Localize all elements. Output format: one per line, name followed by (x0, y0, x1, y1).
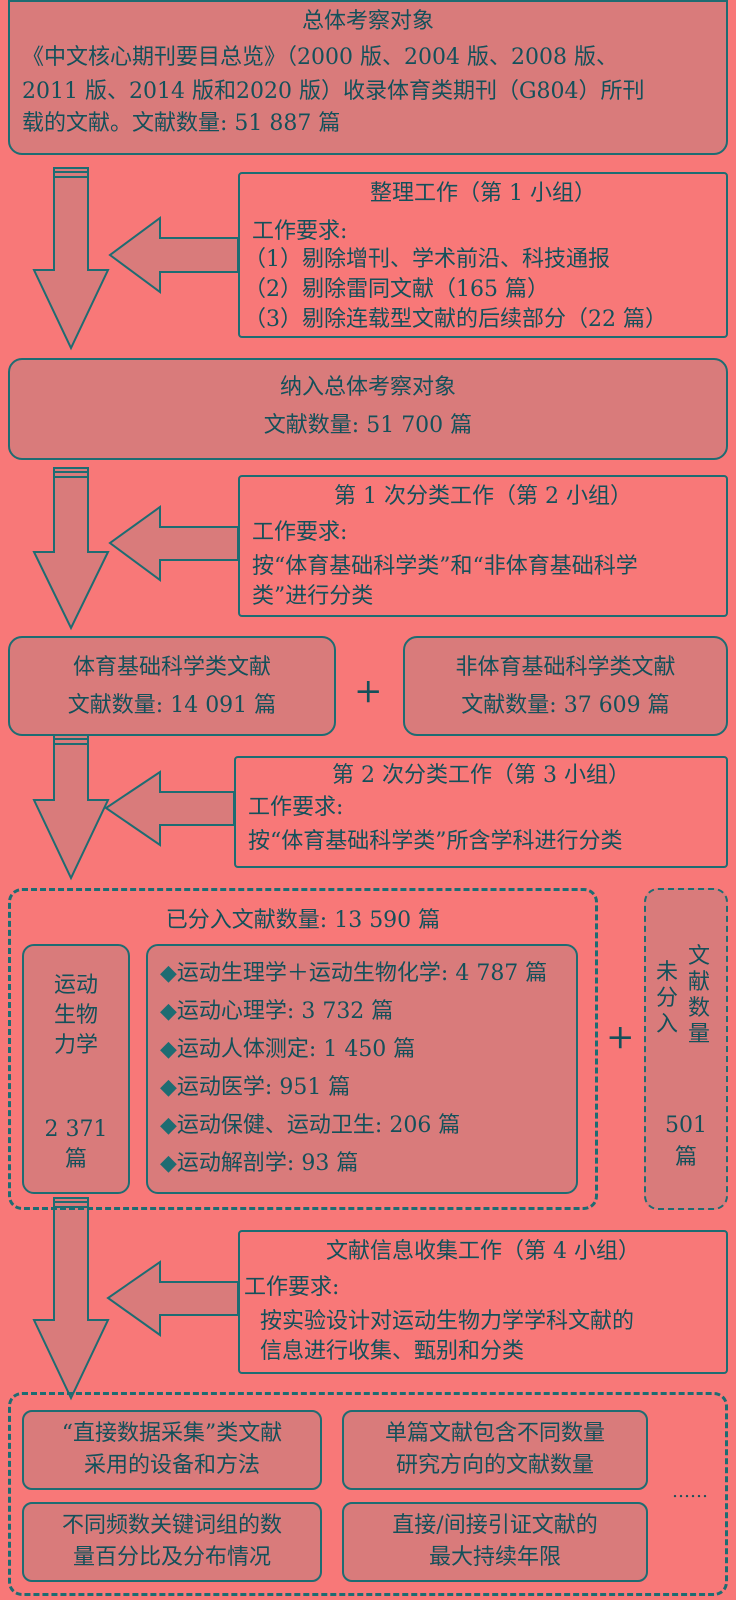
outputs-group (8, 1392, 728, 1596)
overall-line-1: 《中文核心期刊要目总览》（2000 版、2004 版、2008 版、 (22, 45, 618, 70)
diamond-bullet-icon: ◆ (160, 1075, 177, 1100)
discipline-item: ◆运动保健、运动卫生: 206 篇 (160, 1113, 461, 1138)
unclassified-col-2: 文献数量 (688, 944, 711, 1047)
plus-sign-1: + (354, 671, 383, 711)
step4-line-1: 按实验设计对运动生物力学学科文献的 (260, 1309, 635, 1334)
biomechanics-box: 运动 生物 力学 2 371 篇 (22, 944, 130, 1194)
diamond-bullet-icon: ◆ (160, 1151, 177, 1176)
diamond-bullet-icon: ◆ (160, 1037, 177, 1062)
unclassified-count: 501 (665, 1113, 707, 1138)
left-arrow-2 (108, 505, 239, 582)
biomechanics-label-3: 力学 (53, 1033, 98, 1058)
output-4-line-2: 最大持续年限 (428, 1545, 561, 1570)
step3-line-1: 按“体育基础科学类”所含学科进行分类 (248, 829, 623, 854)
output-1-line-2: 采用的设备和方法 (83, 1453, 260, 1478)
output-3-line-2: 量百分比及分布情况 (72, 1545, 271, 1570)
biomechanics-unit: 篇 (64, 1147, 87, 1172)
discipline-item: ◆运动心理学: 3 732 篇 (160, 999, 394, 1024)
down-arrow-1 (32, 167, 110, 351)
non-basic-science-box: 非体育基础科学类文献 文献数量: 37 609 篇 (403, 636, 728, 736)
non-basic-science-count: 文献数量: 37 609 篇 (461, 693, 670, 718)
step4-box: 文献信息收集工作（第 4 小组） 工作要求: 按实验设计对运动生物力学学科文献的… (238, 1230, 728, 1374)
down-arrow-3 (32, 734, 110, 881)
step2-req: 工作要求: (252, 520, 348, 545)
left-arrow-4 (106, 1260, 239, 1337)
overall-line-3: 载的文献。文献数量: 51 887 篇 (22, 111, 341, 136)
step3-title: 第 2 次分类工作（第 3 小组） (332, 763, 630, 788)
step1-item-1: （1）剔除增刊、学术前沿、科技通报 (244, 247, 610, 272)
biomechanics-count: 2 371 (44, 1117, 108, 1142)
down-arrow-4 (32, 1197, 110, 1401)
output-4-line-1: 直接/间接引证文献的 (392, 1513, 598, 1538)
discipline-item: ◆运动解剖学: 93 篇 (160, 1151, 359, 1176)
left-arrow-1 (108, 216, 239, 294)
step2-line-2: 类”进行分类 (252, 584, 374, 609)
down-arrow-2 (32, 467, 110, 631)
ellipsis: …… (672, 1481, 708, 1502)
plus-sign-2: + (606, 1017, 635, 1057)
step1-box: 整理工作（第 1 小组） 工作要求: （1）剔除增刊、学术前沿、科技通报 （2）… (238, 172, 728, 338)
classified-title: 已分入文献数量: 13 590 篇 (165, 908, 441, 933)
output-box-2: 单篇文献包含不同数量 研究方向的文献数量 (342, 1410, 648, 1490)
overall-box: 总体考察对象 《中文核心期刊要目总览》（2000 版、2004 版、2008 版… (8, 0, 728, 155)
basic-science-box: 体育基础科学类文献 文献数量: 14 091 篇 (8, 636, 336, 736)
output-2-line-1: 单篇文献包含不同数量 (384, 1421, 605, 1446)
included-count: 文献数量: 51 700 篇 (263, 413, 473, 438)
other-disciplines-box: ◆运动生理学＋运动生物化学: 4 787 篇 ◆运动心理学: 3 732 篇 ◆… (146, 944, 578, 1194)
diamond-bullet-icon: ◆ (160, 999, 177, 1024)
unclassified-col-1: 未分入 (656, 960, 679, 1037)
step4-line-2: 信息进行收集、甄别和分类 (260, 1339, 525, 1364)
step4-req: 工作要求: (244, 1275, 340, 1300)
unclassified-box: 未分入 文献数量 501 篇 (644, 888, 728, 1210)
step2-box: 第 1 次分类工作（第 2 小组） 工作要求: 按“体育基础科学类”和“非体育基… (238, 475, 728, 617)
step3-req: 工作要求: (248, 795, 344, 820)
overall-line-2: 2011 版、2014 版和2020 版）收录体育类期刊（G804）所刊 (22, 79, 645, 104)
discipline-item: ◆运动人体测定: 1 450 篇 (160, 1037, 416, 1062)
step1-item-3: （3）剔除连载型文献的后续部分（22 篇） (244, 307, 667, 332)
step4-title: 文献信息收集工作（第 4 小组） (326, 1239, 640, 1264)
discipline-item: ◆运动医学: 951 篇 (160, 1075, 351, 1100)
non-basic-science-title: 非体育基础科学类文献 (455, 655, 676, 680)
step2-title: 第 1 次分类工作（第 2 小组） (334, 484, 632, 509)
step3-box: 第 2 次分类工作（第 3 小组） 工作要求: 按“体育基础科学类”所含学科进行… (234, 756, 728, 868)
step1-item-2: （2）剔除雷同文献（165 篇） (244, 277, 549, 302)
basic-science-count: 文献数量: 14 091 篇 (67, 693, 277, 718)
biomechanics-label-1: 运动 (53, 973, 98, 998)
diamond-bullet-icon: ◆ (160, 961, 177, 986)
biomechanics-label-2: 生物 (53, 1003, 98, 1028)
discipline-item: ◆运动生理学＋运动生物化学: 4 787 篇 (160, 961, 548, 986)
unclassified-unit: 篇 (674, 1145, 697, 1170)
included-box: 纳入总体考察对象 文献数量: 51 700 篇 (8, 358, 728, 460)
basic-science-title: 体育基础科学类文献 (72, 655, 271, 680)
diamond-bullet-icon: ◆ (160, 1113, 177, 1138)
included-title: 纳入总体考察对象 (279, 375, 456, 400)
overall-title: 总体考察对象 (301, 9, 434, 34)
output-2-line-2: 研究方向的文献数量 (395, 1453, 594, 1478)
classified-group: 已分入文献数量: 13 590 篇 (8, 888, 598, 1210)
output-1-line-1: “直接数据采集”类文献 (61, 1421, 283, 1446)
step1-title: 整理工作（第 1 小组） (370, 181, 596, 206)
output-box-3: 不同频数关键词组的数 量百分比及分布情况 (22, 1502, 322, 1582)
left-arrow-3 (104, 770, 235, 847)
output-3-line-1: 不同频数关键词组的数 (61, 1513, 282, 1538)
output-box-1: “直接数据采集”类文献 采用的设备和方法 (22, 1410, 322, 1490)
step1-req: 工作要求: (252, 219, 348, 244)
output-box-4: 直接/间接引证文献的 最大持续年限 (342, 1502, 648, 1582)
step2-line-1: 按“体育基础科学类”和“非体育基础科学 (252, 554, 638, 579)
